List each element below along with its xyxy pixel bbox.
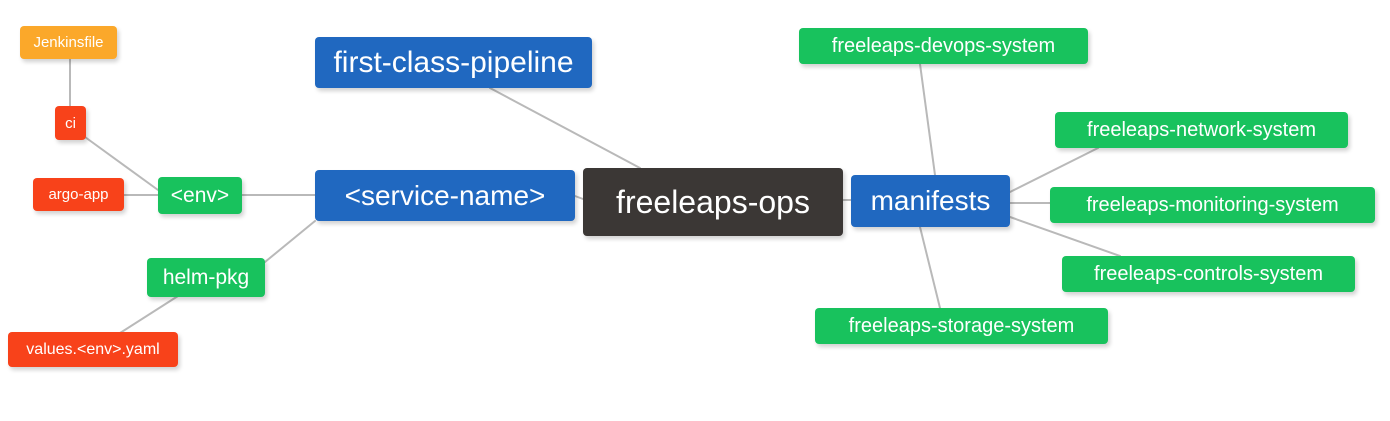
edge-manifests-to-freeleaps-network-system — [1009, 147, 1099, 193]
node-label: values.<env>.yaml — [26, 340, 160, 358]
node-freeleaps-devops-system[interactable]: freeleaps-devops-system — [799, 28, 1088, 64]
node-label: <env> — [170, 184, 230, 207]
node-freeleaps-ops[interactable]: freeleaps-ops — [583, 168, 843, 236]
edge-helm-pkg-to-values-env-yaml — [119, 295, 179, 334]
edge-manifests-to-freeleaps-storage-system — [919, 226, 941, 309]
node-argo-app[interactable]: argo-app — [33, 178, 124, 211]
node-label: ci — [65, 114, 76, 132]
node-label: helm-pkg — [162, 266, 250, 289]
node-helm-pkg[interactable]: helm-pkg — [147, 258, 265, 297]
edge-service-name-to-freeleaps-ops — [574, 195, 584, 200]
node-first-class-pipeline[interactable]: first-class-pipeline — [315, 37, 592, 88]
node-label: freeleaps-network-system — [1087, 119, 1316, 141]
edge-service-name-to-helm-pkg — [264, 220, 316, 263]
node-manifests[interactable]: manifests — [851, 175, 1010, 227]
node-label: manifests — [870, 185, 991, 216]
node-freeleaps-network-system[interactable]: freeleaps-network-system — [1055, 112, 1348, 148]
node-values-env-yaml[interactable]: values.<env>.yaml — [8, 332, 178, 367]
node-label: argo-app — [48, 186, 109, 203]
node-label: Jenkinsfile — [33, 34, 104, 51]
node-ci[interactable]: ci — [55, 106, 86, 140]
node-jenkinsfile[interactable]: Jenkinsfile — [20, 26, 117, 59]
node-label: freeleaps-ops — [616, 184, 810, 220]
edge-first-class-pipeline-to-freeleaps-ops — [489, 87, 641, 169]
node-label: first-class-pipeline — [333, 45, 574, 79]
node-label: freeleaps-devops-system — [831, 35, 1056, 57]
edge-manifests-to-freeleaps-devops-system — [919, 63, 936, 176]
node-freeleaps-controls-system[interactable]: freeleaps-controls-system — [1062, 256, 1355, 292]
node-label: <service-name> — [344, 179, 546, 211]
node-freeleaps-monitoring-system[interactable]: freeleaps-monitoring-system — [1050, 187, 1375, 223]
node-label: freeleaps-controls-system — [1094, 263, 1323, 285]
node-service-name[interactable]: <service-name> — [315, 170, 575, 221]
node-freeleaps-storage-system[interactable]: freeleaps-storage-system — [815, 308, 1108, 344]
node-label: freeleaps-monitoring-system — [1086, 194, 1339, 216]
node-label: freeleaps-storage-system — [848, 315, 1075, 337]
node-env[interactable]: <env> — [158, 177, 242, 214]
